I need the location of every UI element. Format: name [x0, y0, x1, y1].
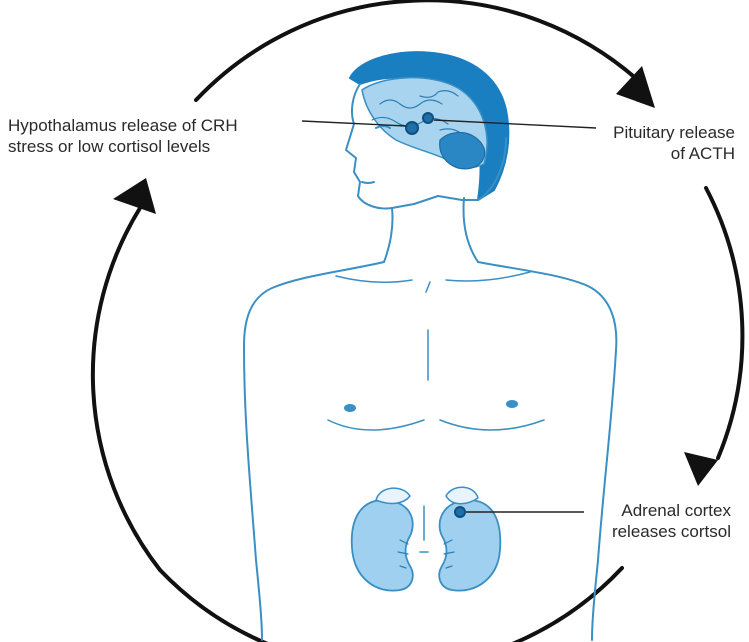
hypothalamus-label-line-1: Hypothalamus release of CRH [8, 115, 238, 136]
mouth [362, 182, 374, 183]
pituitary-label: Pituitary release of ACTH [613, 122, 735, 164]
human-figure [244, 52, 616, 640]
adrenal-gland-left [376, 488, 410, 503]
adrenal-label: Adrenal cortex releases cortsol [612, 500, 731, 542]
arrow-head-left [113, 178, 156, 214]
nipple-right [506, 400, 518, 408]
arrow-head-right [684, 452, 718, 486]
pituitary-label-line-1: Pituitary release [613, 122, 735, 143]
adrenal-dot [455, 507, 465, 517]
hypothalamus-gland [406, 122, 418, 134]
cycle-arc-left [93, 208, 160, 570]
adrenal-label-line-1: Adrenal cortex [612, 500, 731, 521]
hypothalamus-label-line-2: stress or low cortisol levels [8, 136, 238, 157]
kidney-right [439, 500, 500, 591]
torso-left [244, 262, 384, 640]
pituitary-label-line-2: of ACTH [613, 143, 735, 164]
arrow-head-top-right [616, 66, 655, 108]
neck-right [464, 198, 478, 262]
adrenal-gland-right [446, 487, 478, 504]
collarbones [336, 272, 530, 292]
hypothalamus-label: Hypothalamus release of CRH stress or lo… [8, 115, 238, 157]
adrenal-label-line-2: releases cortsol [612, 521, 731, 542]
pituitary-gland [423, 113, 433, 123]
cycle-arc-right [706, 188, 742, 458]
nipple-left [344, 404, 356, 412]
abdomen-line [420, 506, 428, 552]
chest-line [328, 330, 544, 430]
neck-left [384, 208, 393, 262]
torso-right [478, 262, 616, 640]
leader-lines [302, 120, 596, 512]
kidney-left [352, 500, 413, 591]
